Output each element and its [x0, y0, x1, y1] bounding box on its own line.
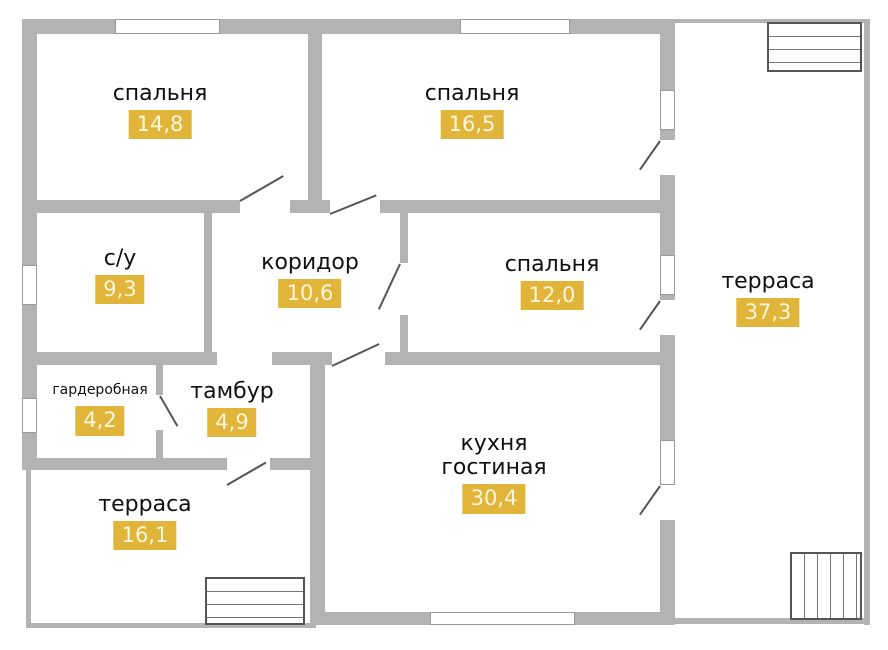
room-name: спальня — [504, 252, 600, 277]
room-name: тамбур — [190, 379, 274, 404]
door-opening — [660, 140, 675, 175]
room-name: спальня — [112, 81, 208, 106]
room-terrace-large: терраса 37,3 — [721, 269, 815, 328]
room-name: терраса — [98, 492, 192, 517]
wall — [864, 19, 870, 625]
door[interactable] — [331, 343, 380, 367]
wall — [22, 352, 217, 365]
door[interactable] — [329, 194, 377, 215]
room-vestibule: тамбур 4,9 — [190, 379, 274, 438]
door[interactable] — [159, 395, 179, 427]
room-area: 16,5 — [440, 110, 504, 140]
room-area: 10,6 — [278, 279, 342, 309]
room-name: коридор — [261, 250, 359, 275]
window — [22, 265, 37, 305]
door[interactable] — [226, 461, 267, 486]
room-area: 30,4 — [462, 484, 526, 514]
room-corridor: коридор 10,6 — [261, 250, 359, 309]
window — [22, 398, 37, 433]
window — [115, 19, 220, 34]
room-wardrobe: гардеробная 4,2 — [52, 382, 148, 436]
room-area: 16,1 — [113, 521, 177, 551]
room-name: с/у — [103, 246, 137, 271]
door[interactable] — [377, 263, 401, 310]
room-name: кухня гостиная — [441, 431, 547, 481]
room-bedroom-2: спальня 16,5 — [424, 81, 520, 140]
wall — [400, 213, 408, 263]
door-opening — [660, 300, 675, 335]
wall — [675, 19, 870, 23]
wall — [270, 458, 315, 470]
window — [430, 612, 575, 625]
wall — [380, 200, 670, 213]
door[interactable] — [639, 485, 661, 516]
door[interactable] — [639, 140, 661, 171]
wall — [26, 623, 316, 628]
wall — [310, 352, 325, 625]
window — [660, 255, 675, 295]
stairs-icon — [767, 22, 862, 72]
wall — [308, 19, 322, 213]
door[interactable] — [639, 300, 661, 331]
wall — [156, 365, 163, 395]
stairs-icon — [790, 552, 862, 620]
room-bedroom-1: спальня 14,8 — [112, 81, 208, 140]
wall — [156, 430, 163, 460]
wall — [22, 200, 240, 213]
window — [660, 440, 675, 485]
wall — [26, 470, 31, 628]
wall — [385, 352, 670, 365]
door-opening — [660, 485, 675, 520]
room-area: 4,9 — [207, 408, 257, 438]
wall — [400, 315, 408, 363]
room-bedroom-3: спальня 12,0 — [504, 252, 600, 311]
room-area: 37,3 — [736, 298, 800, 328]
stairs-icon — [205, 577, 305, 625]
room-area: 9,3 — [95, 275, 145, 305]
room-bathroom: с/у 9,3 — [95, 246, 145, 305]
wall — [22, 458, 227, 470]
wall — [204, 213, 212, 363]
door[interactable] — [239, 175, 284, 202]
wall — [675, 618, 870, 624]
room-area: 12,0 — [520, 281, 584, 311]
room-area: 4,2 — [75, 406, 125, 436]
room-name: терраса — [721, 269, 815, 294]
room-area: 14,8 — [128, 110, 192, 140]
wall — [290, 200, 330, 213]
window — [460, 19, 570, 34]
window — [660, 90, 675, 130]
room-terrace-small: терраса 16,1 — [98, 492, 192, 551]
room-name: гардеробная — [52, 382, 148, 398]
room-name: спальня — [424, 81, 520, 106]
